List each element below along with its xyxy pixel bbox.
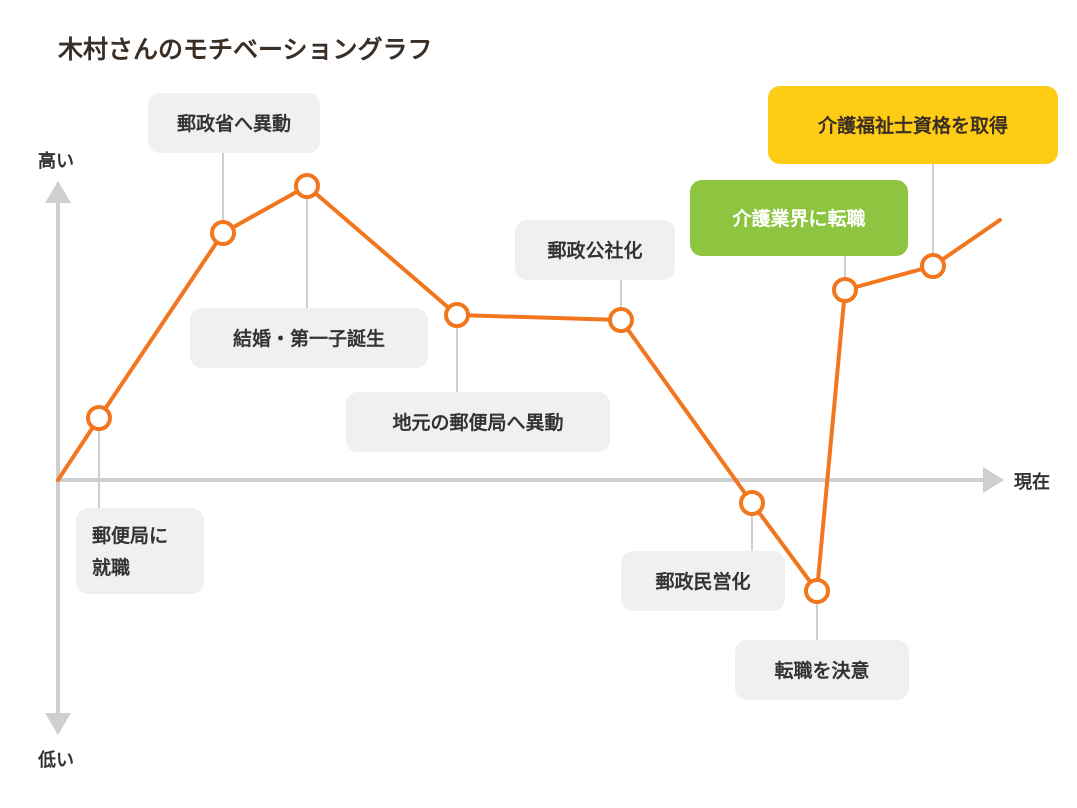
- event-label-6: 郵政民営化: [621, 551, 785, 611]
- event-label-text: 結婚・第一子誕生: [233, 327, 385, 350]
- event-label-box: [76, 508, 204, 594]
- x-axis-label-now: 現在: [1014, 471, 1050, 493]
- chart-title: 木村さんのモチベーショングラフ: [57, 35, 433, 64]
- data-point-4: [444, 302, 470, 328]
- data-point-8: [832, 277, 858, 303]
- x-axis-arrow: [983, 467, 1004, 493]
- data-point-5: [608, 307, 634, 333]
- event-label-text: 郵政民営化: [655, 570, 750, 593]
- event-label-box: [346, 392, 610, 452]
- event-label-box: [735, 640, 909, 700]
- y-axis-label-low: 低い: [37, 749, 74, 771]
- event-label-box: [768, 86, 1058, 164]
- y-axis-arrow-up: [45, 181, 71, 203]
- data-points: [86, 173, 946, 604]
- event-label-9: 介護福祉士資格を取得: [768, 86, 1058, 164]
- y-axis-label-high: 高い: [38, 150, 74, 172]
- data-point-1: [86, 405, 112, 431]
- event-label-text: 介護福祉士資格を取得: [817, 114, 1008, 137]
- event-label-8: 介護業界に転職: [690, 180, 908, 256]
- event-label-text: 郵便局に就職: [92, 525, 168, 579]
- event-label-text: 郵政省へ異動: [177, 112, 291, 135]
- event-label-text: 地元の郵便局へ異動: [392, 411, 563, 434]
- event-label-7: 転職を決意: [735, 640, 909, 700]
- event-label-2: 郵政省へ異動: [148, 93, 320, 153]
- event-label-1: 郵便局に就職: [76, 508, 204, 594]
- event-label-box: [690, 180, 908, 256]
- event-label-5: 郵政公社化: [515, 220, 675, 280]
- data-point-6: [739, 490, 765, 516]
- event-label-box: [621, 551, 785, 611]
- event-label-box: [515, 220, 675, 280]
- axes: [45, 181, 1004, 735]
- data-point-2: [210, 220, 236, 246]
- data-point-9: [920, 253, 946, 279]
- event-label-3: 結婚・第一子誕生: [190, 308, 428, 368]
- event-label-text: 郵政公社化: [547, 239, 642, 262]
- data-point-3: [294, 173, 320, 199]
- event-label-box: [190, 308, 428, 368]
- event-label-text: 介護業界に転職: [731, 207, 865, 230]
- event-label-box: [148, 93, 320, 153]
- event-label-4: 地元の郵便局へ異動: [346, 392, 610, 452]
- event-label-text: 転職を決意: [774, 659, 869, 682]
- data-point-7: [804, 578, 830, 604]
- y-axis-arrow-down: [45, 713, 71, 735]
